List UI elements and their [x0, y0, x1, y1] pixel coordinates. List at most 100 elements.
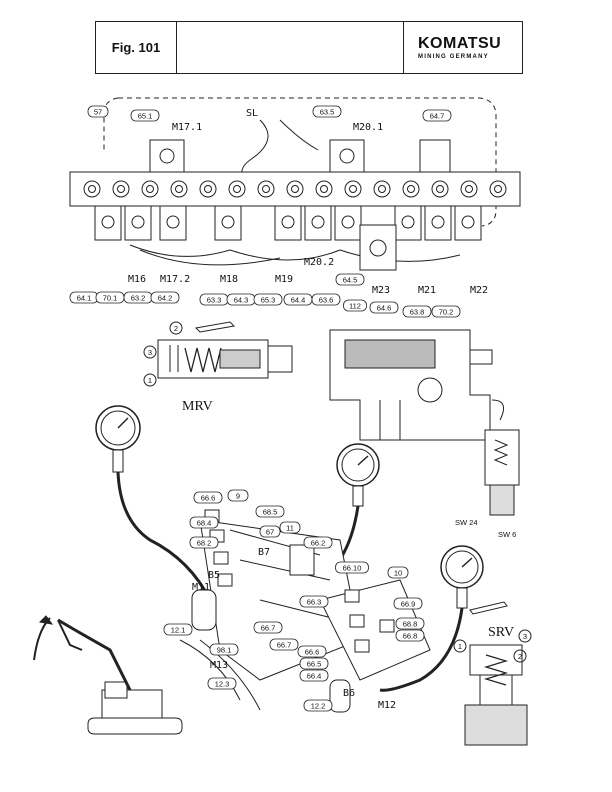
manifold-port-inner [494, 185, 502, 193]
circled-number: 2 [518, 652, 522, 661]
callout-bubble [207, 677, 237, 690]
callout-63-3: 63.3 [207, 296, 222, 305]
callout-bubble [395, 617, 425, 630]
solenoid-block [304, 205, 332, 241]
callout-63-2: 63.2 [131, 294, 146, 303]
srv-valve [453, 601, 532, 746]
arrow-up-icon [38, 615, 54, 625]
manifold-bar [69, 171, 521, 207]
callout-bubble [299, 657, 329, 670]
callout-bubble [87, 105, 109, 118]
callout-68-2: 68.2 [197, 539, 212, 548]
label-m21: M21 [418, 285, 436, 296]
wiring-harness-2 [139, 249, 281, 266]
label-sl: SL [246, 108, 258, 119]
manifold-port-inner [204, 185, 212, 193]
callout-bubble [259, 525, 281, 538]
solenoid-port [101, 215, 115, 229]
solenoid-port [221, 215, 235, 229]
label-b7: B7 [258, 547, 270, 558]
solenoid-m20-1 [329, 139, 365, 173]
wiring-harness [129, 244, 461, 262]
solenoid-port [159, 148, 175, 164]
callout-bubble [297, 645, 327, 658]
callout-bubble [311, 293, 341, 306]
callout-bubble [369, 301, 399, 314]
sl-dashed-line [118, 97, 497, 227]
callout-bubble [299, 595, 329, 608]
manifold-port-inner [262, 185, 270, 193]
callout-66-7: 66.7 [277, 641, 292, 650]
label-m20-2: M20.2 [304, 257, 334, 268]
label-sw6: SW 6 [498, 530, 516, 539]
label-m22: M22 [470, 285, 488, 296]
callout-68-4: 68.4 [197, 519, 212, 528]
callout-10: 10 [394, 569, 402, 578]
solenoid-block [94, 205, 122, 241]
manifold-port [228, 180, 246, 198]
lower-solenoids [94, 205, 482, 241]
callout-bubble [335, 561, 369, 574]
callout-bubble [227, 489, 249, 502]
manifold-port-inner [88, 185, 96, 193]
callout-64-7: 64.7 [430, 112, 445, 121]
m23-port [369, 239, 387, 257]
callout-bubble [335, 273, 365, 286]
callout-65-3: 65.3 [261, 296, 276, 305]
circled-number: 3 [148, 348, 152, 357]
callout-98-1: 98.1 [217, 646, 232, 655]
callout-bubble [189, 516, 219, 529]
callout-70-2: 70.2 [439, 308, 454, 317]
manifold-port-inner [378, 185, 386, 193]
circled-number: 3 [523, 632, 527, 641]
callout-bubble [431, 305, 461, 318]
sl-hose-2 [279, 119, 319, 151]
solenoid-port [401, 215, 415, 229]
title-block: Fig. 101 KOMATSU MINING GERMANY [95, 21, 523, 74]
callout-57: 57 [94, 108, 102, 117]
callout-66-10: 66.10 [343, 564, 362, 573]
callout-bubble [387, 566, 409, 579]
manifold-port [170, 180, 188, 198]
sl-dashed-line-left [103, 97, 119, 150]
label-sw24: SW 24 [455, 518, 478, 527]
callout-bubble [130, 109, 160, 122]
manifold-port-inner [465, 185, 473, 193]
callout-66-3: 66.3 [307, 598, 322, 607]
circled-number: 1 [458, 642, 462, 651]
callout-64-1: 64.1 [77, 294, 92, 303]
manifold-port [431, 180, 449, 198]
manifold-port-inner [436, 185, 444, 193]
mrv-circled-numbers [143, 321, 183, 387]
callout-bubble [209, 643, 239, 656]
solenoid-port [461, 215, 475, 229]
label-m16: M16 [128, 274, 146, 285]
pressure-gauge-left [95, 405, 212, 601]
callout-bubble [395, 629, 425, 642]
callout-65-1: 65.1 [138, 112, 153, 121]
callout-12-3: 12.3 [215, 680, 230, 689]
callout-66-2: 66.2 [311, 539, 326, 548]
callout-bubble [279, 521, 301, 534]
solenoid-port [281, 215, 295, 229]
manifold-port-inner [146, 185, 154, 193]
manifold-port [460, 180, 478, 198]
manifold-port [373, 180, 391, 198]
label-m18: M18 [220, 274, 238, 285]
label-m11: M11 [192, 582, 210, 593]
manifold-port-inner [117, 185, 125, 193]
callout-70-1: 70.1 [103, 294, 118, 303]
callout-bubble [269, 638, 299, 651]
callout-bubble [253, 621, 283, 634]
manifold-port-inner [320, 185, 328, 193]
callout-63-8: 63.8 [410, 308, 425, 317]
pressure-gauge-right [379, 545, 484, 692]
solenoid-port [166, 215, 180, 229]
manifold-port [141, 180, 159, 198]
callout-bubble [422, 109, 452, 122]
label-m17-2: M17.2 [160, 274, 190, 285]
solenoid-block [334, 205, 362, 241]
callout-12-2: 12.2 [311, 702, 326, 711]
callout-bubble [402, 305, 432, 318]
